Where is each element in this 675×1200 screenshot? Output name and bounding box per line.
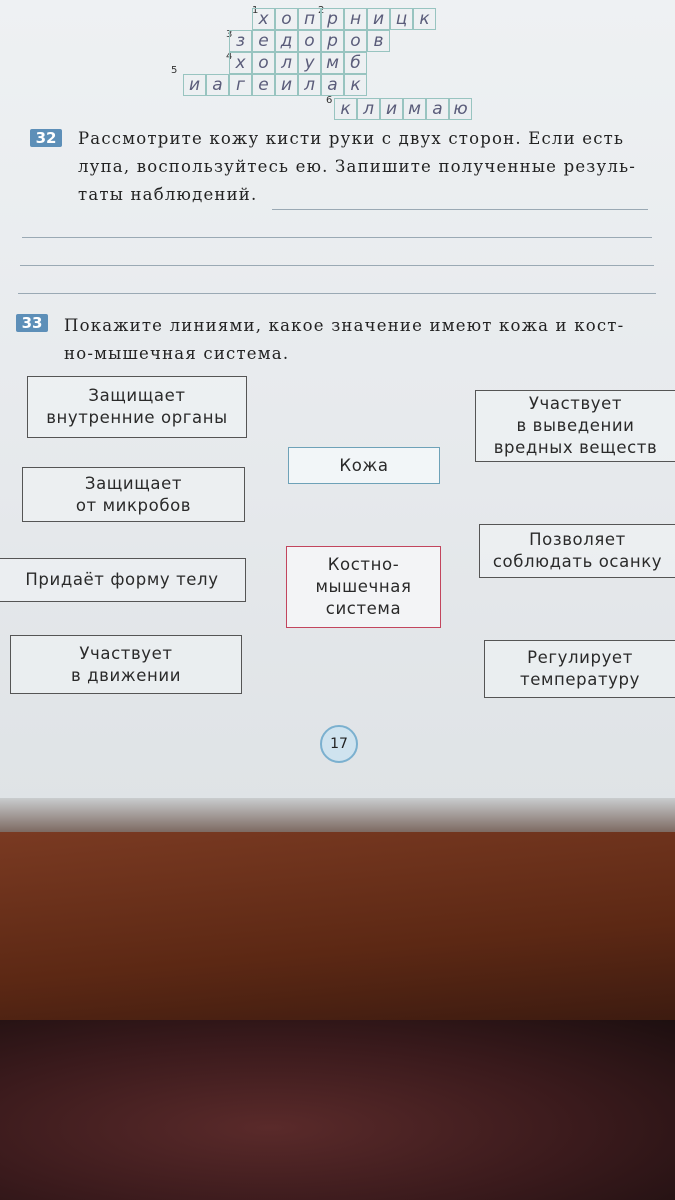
- box-label: Позволяет: [529, 530, 626, 549]
- page-edge-shadow: [0, 798, 675, 832]
- crossword-cell[interactable]: л: [275, 52, 298, 74]
- answer-line[interactable]: [18, 293, 656, 294]
- box-label: Участвует: [528, 394, 623, 413]
- crossword-cell[interactable]: е: [252, 30, 275, 52]
- task-text-line: лупа, воспользуйтесь ею. Запишите получе…: [78, 157, 637, 176]
- box-label: температуру: [520, 670, 640, 689]
- box-label: система: [325, 599, 402, 618]
- crossword-cell[interactable]: а: [206, 74, 229, 96]
- box-label: Регулирует: [527, 648, 633, 667]
- box-label: Костно-: [327, 555, 400, 574]
- workbook-page: 1 2 х о п р н и ц к 3 з е д о р о в 4 х …: [0, 0, 675, 805]
- crossword-cell[interactable]: и: [275, 74, 298, 96]
- crossword-cell[interactable]: и: [380, 98, 403, 120]
- crossword-cell[interactable]: к: [344, 74, 367, 96]
- crossword-cell[interactable]: м: [403, 98, 426, 120]
- box-label: Защищает: [88, 386, 186, 405]
- crossword-cell[interactable]: о: [344, 30, 367, 52]
- crossword-cell[interactable]: н: [344, 8, 367, 30]
- task-text-line: таты наблюдений.: [78, 185, 258, 204]
- crossword-cell[interactable]: к: [334, 98, 357, 120]
- crossword-cell[interactable]: е: [252, 74, 275, 96]
- musculoskeletal-system-box[interactable]: Костно- мышечная система: [286, 546, 441, 628]
- box-label: Придаёт форму телу: [25, 570, 219, 589]
- box-label: Участвует: [79, 643, 173, 663]
- crossword-cell[interactable]: в: [367, 30, 390, 52]
- box-label: Кожа: [339, 455, 389, 475]
- crossword-cell[interactable]: б: [344, 52, 367, 74]
- crossword-cell[interactable]: р: [321, 8, 344, 30]
- box-label: от микробов: [75, 495, 192, 515]
- box-label: вредных веществ: [493, 438, 658, 457]
- task-number-badge: 32: [30, 129, 62, 147]
- crossword-cell[interactable]: ю: [449, 98, 472, 120]
- function-box-body-shape[interactable]: Придаёт форму телу: [0, 558, 246, 602]
- answer-line[interactable]: [22, 237, 652, 238]
- box-label: в выведении: [516, 416, 635, 435]
- answer-line[interactable]: [272, 209, 648, 210]
- crossword-cell[interactable]: г: [229, 74, 252, 96]
- crossword-cell[interactable]: м: [321, 52, 344, 74]
- function-box-posture[interactable]: Позволяет соблюдать осанку: [479, 524, 675, 578]
- crossword-cell[interactable]: к: [413, 8, 436, 30]
- crossword-cell[interactable]: п: [298, 8, 321, 30]
- crossword-number: 6: [326, 95, 333, 106]
- crossword-cell[interactable]: ц: [390, 8, 413, 30]
- crossword-number: 5: [171, 65, 178, 76]
- task-number-badge: 33: [16, 314, 48, 332]
- function-box-movement[interactable]: Участвует в движении: [10, 635, 242, 694]
- box-label: внутренние органы: [46, 408, 228, 427]
- crossword-cell[interactable]: х: [252, 8, 275, 30]
- function-box-excretion[interactable]: Участвует в выведении вредных веществ: [475, 390, 675, 462]
- fabric-background: [0, 1020, 675, 1200]
- crossword-cell[interactable]: а: [426, 98, 449, 120]
- crossword-cell[interactable]: л: [357, 98, 380, 120]
- box-label: соблюдать осанку: [492, 552, 663, 571]
- task-text-line: Рассмотрите кожу кисти руки с двух сторо…: [78, 129, 625, 148]
- function-box-temperature[interactable]: Регулирует температуру: [484, 640, 675, 698]
- crossword: 1 2 х о п р н и ц к 3 з е д о р о в 4 х …: [0, 0, 675, 125]
- page-number: 17: [320, 725, 358, 763]
- crossword-cell[interactable]: х: [229, 52, 252, 74]
- crossword-cell[interactable]: л: [298, 74, 321, 96]
- crossword-cell[interactable]: д: [275, 30, 298, 52]
- box-label: мышечная: [315, 577, 412, 596]
- crossword-cell[interactable]: о: [298, 30, 321, 52]
- crossword-cell[interactable]: з: [229, 30, 252, 52]
- crossword-cell[interactable]: о: [252, 52, 275, 74]
- crossword-cell[interactable]: и: [367, 8, 390, 30]
- crossword-cell[interactable]: у: [298, 52, 321, 74]
- skin-box[interactable]: Кожа: [288, 447, 440, 484]
- task-text-line: но-мышечная система.: [64, 344, 290, 363]
- crossword-number: 1: [252, 5, 259, 16]
- function-box-protects-microbes[interactable]: Защищает от микробов: [22, 467, 245, 522]
- crossword-cell[interactable]: и: [183, 74, 206, 96]
- crossword-cell[interactable]: а: [321, 74, 344, 96]
- answer-line[interactable]: [20, 265, 654, 266]
- task-text-line: Покажите линиями, какое значение имеют к…: [64, 316, 625, 335]
- crossword-cell[interactable]: р: [321, 30, 344, 52]
- box-label: Защищает: [84, 473, 183, 493]
- crossword-cell[interactable]: о: [275, 8, 298, 30]
- box-label: в движении: [70, 665, 182, 685]
- function-box-protects-organs[interactable]: Защищает внутренние органы: [27, 376, 247, 438]
